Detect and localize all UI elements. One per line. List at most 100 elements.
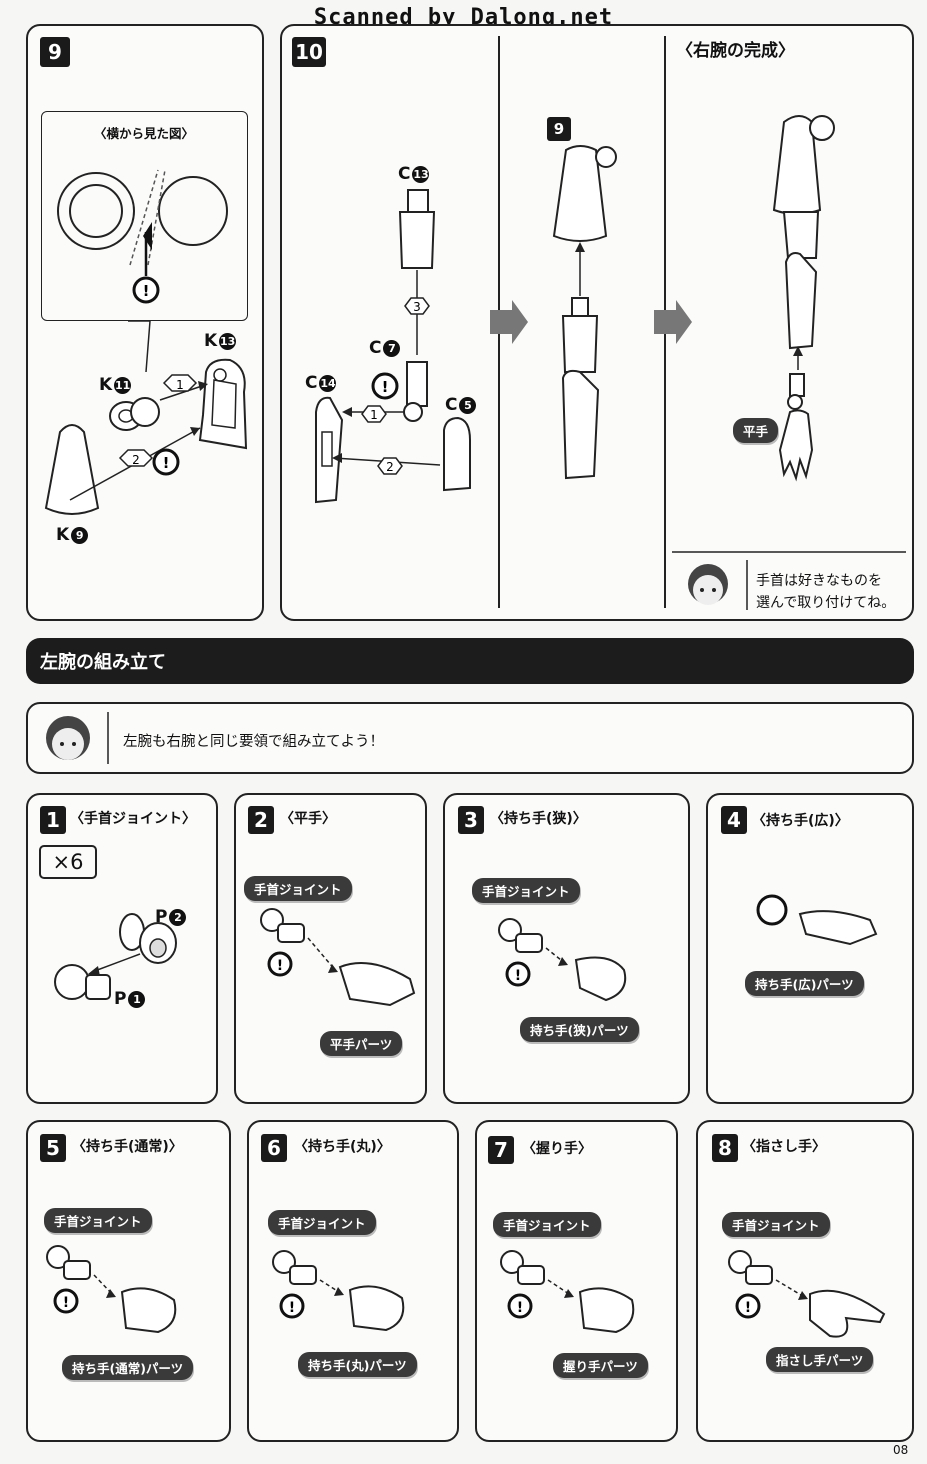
step-5-title: 〈持ち手(通常)〉 [72, 1139, 183, 1155]
wrist-joint-ball [46, 1245, 70, 1269]
page-number: 08 [893, 1443, 909, 1457]
svg-text:2: 2 [132, 453, 140, 467]
step-6-number: 6 [261, 1134, 287, 1162]
assembly-arrowhead [328, 964, 338, 973]
wrist-joint-ball [728, 1250, 752, 1274]
step-2-part-tag: 平手パーツ [320, 1031, 403, 1056]
wrist-joint-peg [515, 933, 543, 953]
wrist-joint-ball [500, 1250, 524, 1274]
caution-icon [756, 894, 788, 926]
assembly-arrowhead [564, 1289, 574, 1298]
hand-part-drawing [578, 1287, 635, 1334]
step-8-panel [696, 1120, 914, 1442]
caution-icon [507, 1293, 533, 1319]
step-8-number: 8 [712, 1134, 738, 1162]
caution-mark: ! [517, 1300, 523, 1316]
wrist-joint-peg [289, 1265, 317, 1285]
caution-mark: ! [515, 968, 521, 984]
assembly-arrowhead [798, 1291, 808, 1300]
step-1-qty: ×6 [39, 845, 97, 879]
hand-part-drawing [798, 910, 878, 946]
wrist-joint-ball [260, 908, 284, 932]
step-3-number: 3 [458, 806, 484, 834]
assembly-arrowhead [558, 957, 568, 966]
step-1-panel [26, 793, 218, 1104]
hand-part-drawing [809, 1289, 886, 1338]
wrist-joint-peg [517, 1265, 545, 1285]
step-3-panel [443, 793, 690, 1104]
step-1-title: 〈手首ジョイント〉 [70, 811, 196, 827]
svg-text:2: 2 [386, 460, 394, 474]
caution-icon [53, 1288, 79, 1314]
complete-note-line1: 手首は好きなものを [756, 573, 882, 589]
svg-text:1: 1 [176, 378, 184, 392]
complete-title: 〈右腕の完成〉 [676, 41, 795, 61]
step-6-title: 〈持ち手(丸)〉 [294, 1139, 391, 1155]
step-2-title: 〈平手〉 [280, 811, 336, 827]
step-8-joint-tag: 手首ジョイント [722, 1212, 830, 1237]
assembly-arrowhead [334, 1287, 344, 1296]
step-3-title: 〈持ち手(狭)〉 [490, 811, 587, 827]
wrist-joint-ball [272, 1250, 296, 1274]
side-view-title: 〈横から見た図〉 [94, 126, 195, 141]
section-note: 左腕も右腕と同じ要領で組み立てよう！ [123, 734, 384, 750]
step-5-joint-tag: 手首ジョイント [44, 1208, 152, 1233]
svg-text:!: ! [143, 282, 150, 300]
step-3-part-tag: 持ち手(狭)パーツ [520, 1017, 639, 1042]
step-4-number: 4 [721, 806, 747, 834]
caution-icon [735, 1293, 761, 1319]
svg-text:!: ! [382, 378, 389, 396]
step-1-number: 1 [40, 806, 66, 834]
hand-part-drawing [348, 1285, 405, 1332]
wrist-joint-peg [277, 923, 305, 943]
step-4-title: 〈持ち手(広)〉 [752, 813, 849, 829]
step-4-panel [706, 793, 914, 1104]
step-7-joint-tag: 手首ジョイント [493, 1212, 601, 1237]
svg-text:1: 1 [370, 408, 378, 422]
assembly-arrowhead [106, 1289, 116, 1298]
step-6-panel [247, 1120, 459, 1442]
caution-mark: ! [289, 1300, 295, 1316]
step-5-part-tag: 持ち手(通常)パーツ [62, 1355, 194, 1380]
wrist-joint-peg [63, 1260, 91, 1280]
svg-text:3: 3 [413, 300, 421, 314]
step-5-panel [26, 1120, 231, 1442]
step-7-title: 〈握り手〉 [522, 1141, 592, 1157]
step-7-panel [475, 1120, 678, 1442]
section-note-box [26, 702, 914, 774]
step-5-number: 5 [40, 1134, 66, 1162]
assembled-ref-9: 9 [547, 117, 571, 141]
caution-mark: ! [277, 958, 283, 974]
step-2-number: 2 [248, 806, 274, 834]
step-7-part-tag: 握り手パーツ [553, 1353, 648, 1378]
step-7-number: 7 [488, 1136, 514, 1164]
caution-icon [267, 951, 293, 977]
caution-mark: ! [745, 1300, 751, 1316]
caution-icon [505, 961, 531, 987]
step-4-part-tag: 持ち手(広)パーツ [745, 971, 864, 996]
wrist-joint-ball [498, 918, 522, 942]
caution-icon [279, 1293, 305, 1319]
hand-part-drawing [338, 962, 416, 1007]
complete-note-line2: 選んで取り付けてね。 [756, 595, 896, 611]
section-title: 左腕の組み立て [40, 652, 166, 673]
step-9-number: 9 [40, 37, 70, 67]
hand-part-drawing [574, 956, 627, 1002]
section-header-bar [26, 638, 914, 684]
step-6-part-tag: 持ち手(丸)パーツ [298, 1352, 417, 1377]
step-6-joint-tag: 手首ジョイント [268, 1210, 376, 1235]
step-3-joint-tag: 手首ジョイント [472, 878, 580, 903]
hand-part-drawing [120, 1287, 177, 1334]
step-10-number: 10 [292, 37, 326, 67]
wrist-joint-peg [745, 1265, 773, 1285]
step-2-joint-tag: 手首ジョイント [244, 876, 352, 901]
